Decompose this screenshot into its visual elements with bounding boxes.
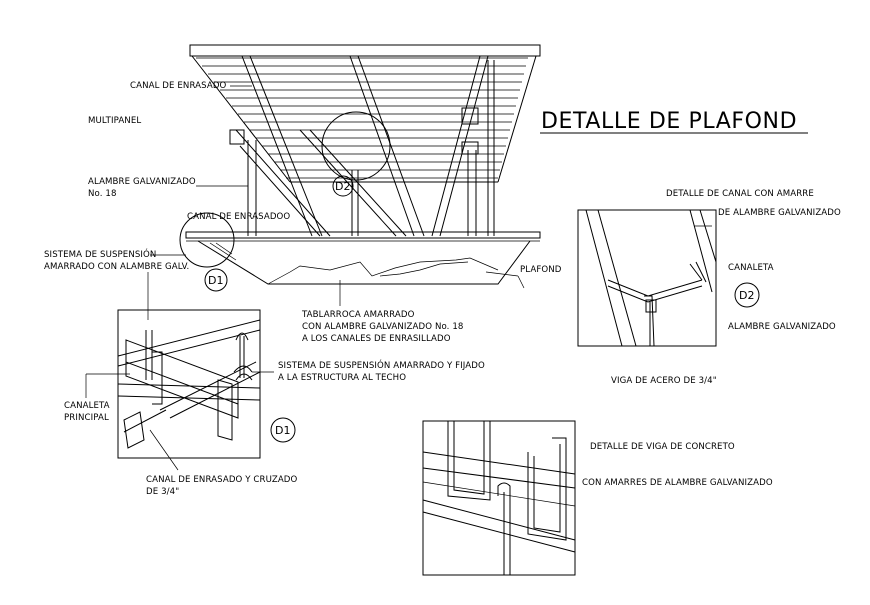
label-sistema-fijado-2: A LA ESTRUCTURA AL TECHO — [278, 373, 406, 383]
detail-concrete-labels: DETALLE DE VIGA DE CONCRETO CON AMARRES … — [582, 442, 773, 488]
label-tablarroca-1: TABLARROCA AMARRADO — [301, 310, 415, 320]
detail-d2-labels: DETALLE DE CANAL CON AMARRE DE ALAMBRE G… — [611, 189, 841, 386]
label-plafond: PLAFOND — [520, 265, 562, 275]
label-canaleta-principal-2: PRINCIPAL — [64, 413, 109, 423]
label-con-amarres: CON AMARRES DE ALAMBRE GALVANIZADO — [582, 478, 773, 488]
label-alambre-d2: ALAMBRE GALVANIZADO — [728, 322, 836, 332]
label-canaleta-d2: CANALETA — [728, 263, 774, 273]
label-multipanel: MULTIPANEL — [88, 116, 141, 126]
label-canal-enrasado-mid: CANAL DE ENRASADOO — [187, 212, 290, 222]
badge-d1-detail-group: D1 — [270, 417, 296, 443]
label-alambre-no18: No. 18 — [88, 189, 117, 199]
label-detalle-canal-2: DE ALAMBRE GALVANIZADO — [718, 208, 841, 218]
label-sistema-suspension-2: AMARRADO CON ALAMBRE GALV. — [44, 262, 189, 272]
label-sistema-suspension-1: SISTEMA DE SUSPENSIÓN — [44, 248, 156, 260]
badge-d1-detail: D1 — [275, 424, 290, 437]
badge-d2-main-group: D2 — [332, 175, 354, 197]
badge-d2-main: D2 — [335, 180, 350, 193]
main-ceiling-view — [179, 44, 541, 285]
label-tablarroca-3: A LOS CANALES DE ENRASILLADO — [302, 334, 451, 344]
label-canal-cruzado-1: CANAL DE ENRASADO Y CRUZADO — [146, 475, 298, 485]
label-canaleta-principal-1: CANALETA — [64, 401, 110, 411]
badge-d2-detail: D2 — [739, 289, 754, 302]
drawing-title: DETALLE DE PLAFOND — [541, 109, 797, 134]
badge-d1-main: D1 — [208, 274, 223, 287]
detail-d1-labels: SISTEMA DE SUSPENSIÓN AMARRADO Y FIJADO … — [64, 359, 485, 497]
detail-concrete-beam-box — [422, 420, 576, 576]
label-detalle-canal-1: DETALLE DE CANAL CON AMARRE — [666, 189, 814, 199]
badge-d1-main-group: D1 — [204, 268, 228, 292]
label-sistema-fijado-1: SISTEMA DE SUSPENSIÓN AMARRADO Y FIJADO — [278, 359, 485, 371]
badge-d2-detail-group: D2 — [734, 282, 760, 308]
label-viga-acero: VIGA DE ACERO DE 3/4" — [611, 376, 717, 386]
main-view-labels: CANAL DE ENRASADO MULTIPANEL ALAMBRE GAL… — [44, 81, 562, 344]
label-alambre-galvanizado: ALAMBRE GALVANIZADO — [88, 177, 196, 187]
detail-d1-box — [85, 309, 274, 471]
drawing-title-group: DETALLE DE PLAFOND — [540, 109, 808, 134]
label-canal-enrasado-top: CANAL DE ENRASADO — [130, 81, 227, 91]
label-detalle-viga-concreto: DETALLE DE VIGA DE CONCRETO — [590, 442, 735, 452]
label-tablarroca-2: CON ALAMBRE GALVANIZADO No. 18 — [302, 322, 463, 332]
label-canal-cruzado-2: DE 3/4" — [146, 487, 179, 497]
detail-d2-box — [577, 209, 717, 347]
